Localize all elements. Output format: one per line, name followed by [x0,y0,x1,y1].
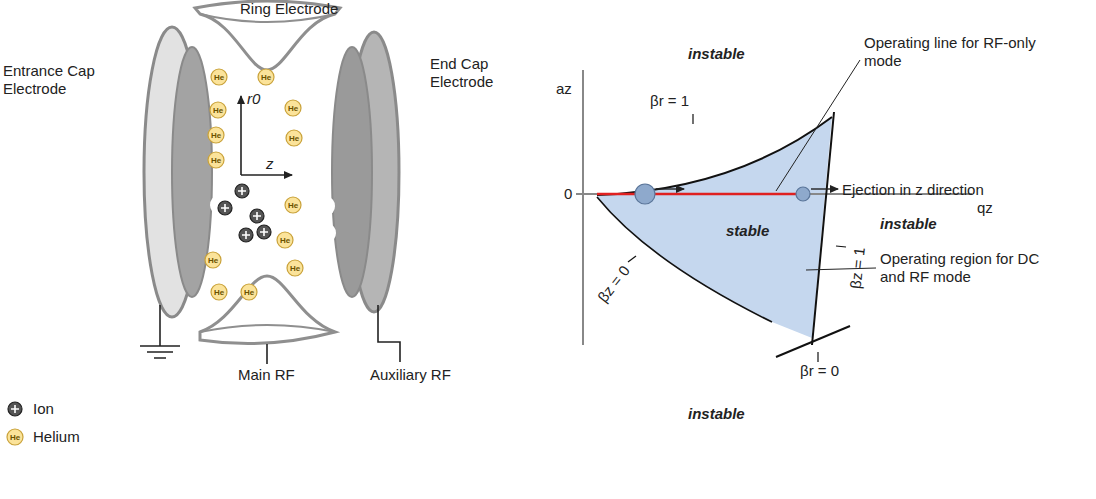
helium-atom [211,69,227,85]
axis-label: z [266,155,274,173]
helium-atom [205,252,221,268]
helium-symbol: He [208,256,218,265]
boundary-label: βz = 0 [594,262,634,306]
ion-charge [242,231,250,239]
ion [218,201,232,215]
axis-label: az [556,80,572,98]
helium-symbol: He [10,433,20,442]
part-label: Entrance Cap Electrode [3,62,103,98]
ion [239,228,253,242]
boundary-label: βz = 1 [847,246,869,289]
r-axis-arrow [240,96,242,175]
helium-symbol: He [289,134,299,143]
helium-atom [258,69,274,85]
signal-label: Auxiliary RF [370,366,451,384]
helium-atom [208,152,224,168]
helium-atom [285,100,301,116]
stability-diagram [576,60,972,362]
axis-label: r0 [247,90,260,108]
signal-label: Main RF [238,366,295,384]
helium-atom [211,284,227,300]
callout-label: Ejection in z direction [842,181,984,199]
z-axis-arrow [241,174,292,176]
ion [250,209,264,223]
region-label: instable [880,215,937,233]
helium-symbol: He [214,288,224,297]
callout-label: Operating line for RF-only mode [864,34,1039,70]
callout-label: Operating region for DC and RF mode [880,250,1060,286]
ion [257,225,271,239]
part-label: Ring Electrode [240,0,338,18]
ion-charge [11,405,19,413]
region-label: instable [688,45,745,63]
helium-atom [287,260,303,276]
end-cap-electrode [315,32,399,312]
ring-electrode [195,1,340,344]
region-label: stable [726,222,769,240]
helium-atom [7,429,23,445]
helium-atom [210,102,226,118]
helium-symbol: He [214,73,224,82]
helium-symbol: He [244,288,254,297]
helium-symbol: He [280,236,290,245]
helium-symbol: He [211,131,221,140]
boundary-label: βr = 1 [650,92,689,110]
ion [8,402,22,416]
helium-symbol: He [288,104,298,113]
legend-text: Ion [33,400,54,418]
ion-charge [238,187,246,195]
helium-symbol: He [211,156,221,165]
helium-atom [277,232,293,248]
boundary-label: βr = 0 [800,362,839,380]
entrance-cap-electrode [144,27,224,317]
helium-atom [285,197,301,213]
helium-symbol: He [213,106,223,115]
helium-atom [208,127,224,143]
legend-text: Helium [33,428,80,446]
ion-charge [221,204,229,212]
helium-symbol: He [290,264,300,273]
helium-atom [286,130,302,146]
part-label: End Cap Electrode [430,55,510,91]
ion-charge [253,212,261,220]
helium-symbol: He [288,201,298,210]
axis-label: qz [977,199,993,217]
ion [235,184,249,198]
helium-symbol: He [261,73,271,82]
helium-atom [241,284,257,300]
wires [140,305,400,364]
ion-charge [260,228,268,236]
region-label: instable [688,405,745,423]
axis-label: 0 [564,185,572,203]
